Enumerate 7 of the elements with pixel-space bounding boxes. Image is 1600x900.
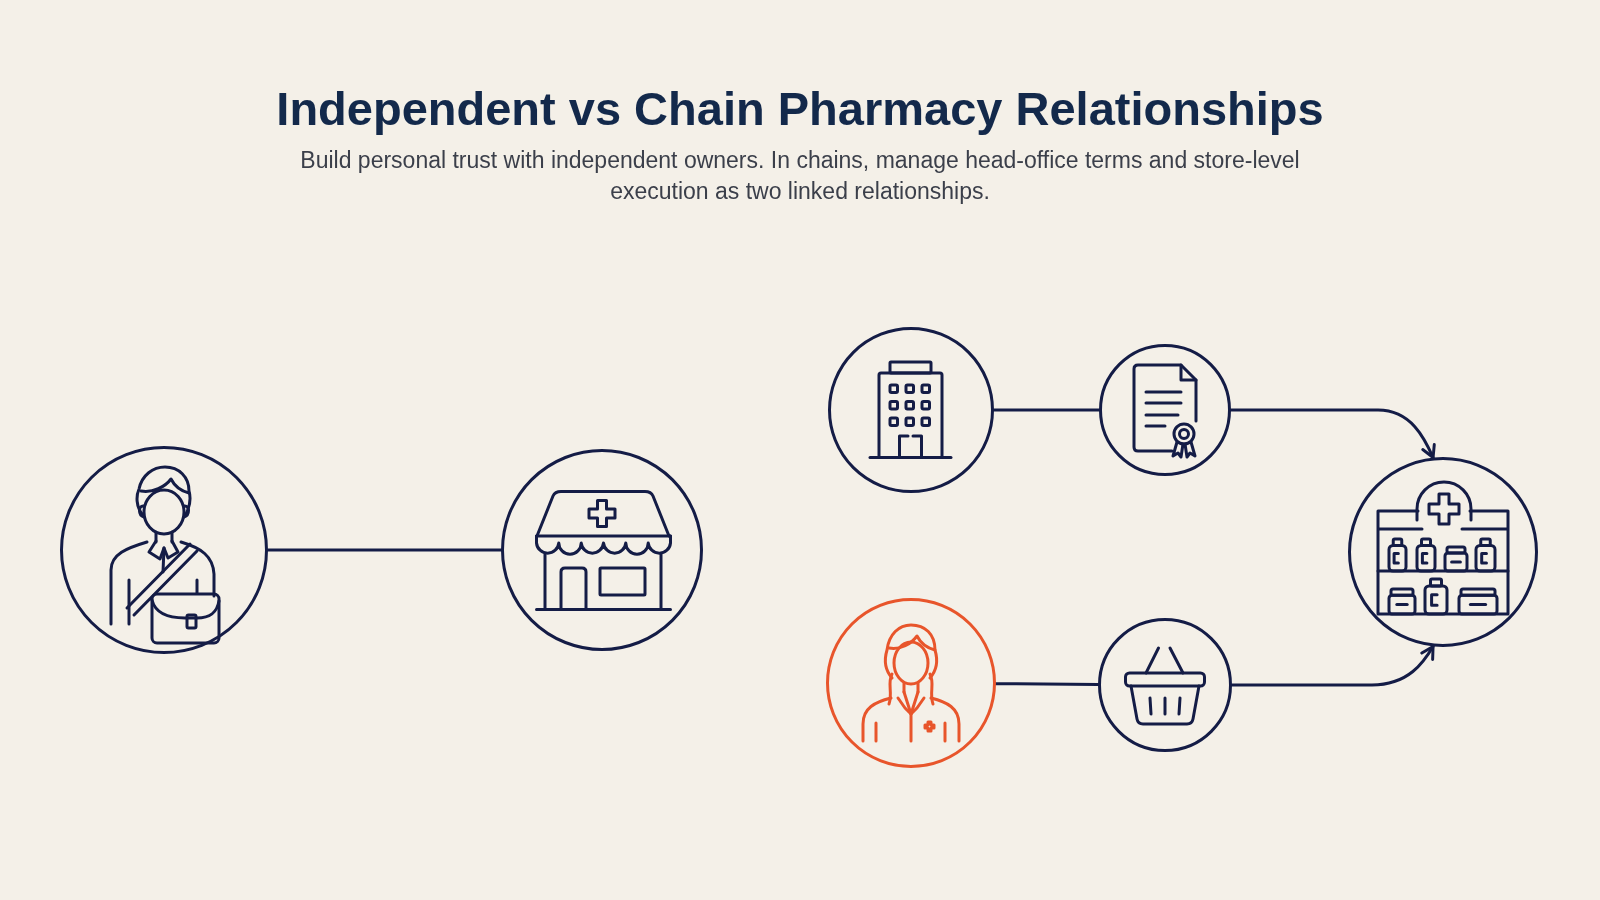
connector-line (266, 548, 503, 552)
subtitle: Build personal trust with independent owners. In chains, manage head-office terms and store-level execution as two linked relationships. (299, 146, 1301, 206)
curved-arrow (1229, 408, 1436, 459)
connector-line (992, 408, 1101, 412)
curved-arrow (1230, 645, 1435, 687)
title: Independent vs Chain Pharmacy Relationships (276, 81, 1324, 137)
connector-line (994, 682, 1100, 686)
